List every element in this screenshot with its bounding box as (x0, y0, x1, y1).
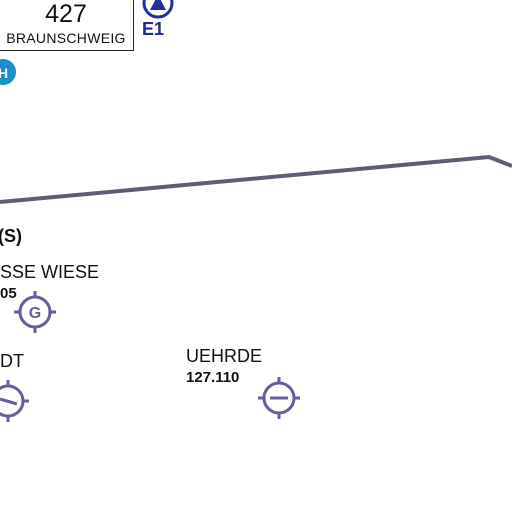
airfield-icon-left (0, 380, 29, 422)
heliport-letter: H (0, 65, 8, 81)
glider-site-name: SSE WIESE (0, 262, 100, 282)
route-e1-label: E1 (142, 19, 165, 39)
navaid-frequency: 427 (45, 0, 87, 28)
airfield-uehrde-frequency: 127.110 (186, 369, 240, 386)
heliport-icon: H (0, 59, 16, 85)
airfield-left-name: DT (0, 351, 24, 371)
svg-text:G: G (29, 305, 41, 322)
navaid-box: 427 BRAUNSCHWEIG (0, 0, 134, 51)
glider-site-frequency: 05 (0, 285, 17, 302)
navaid-name: BRAUNSCHWEIG (6, 30, 126, 46)
glider-site-icon: G (14, 291, 56, 333)
airfield-label-partial: (S) (0, 226, 22, 246)
airfield-icon-uehrde (258, 377, 300, 419)
route-e1-marker-icon (142, 0, 174, 19)
airfield-uehrde-name: UEHRDE (186, 346, 263, 366)
airspace-boundary-line (0, 154, 512, 204)
